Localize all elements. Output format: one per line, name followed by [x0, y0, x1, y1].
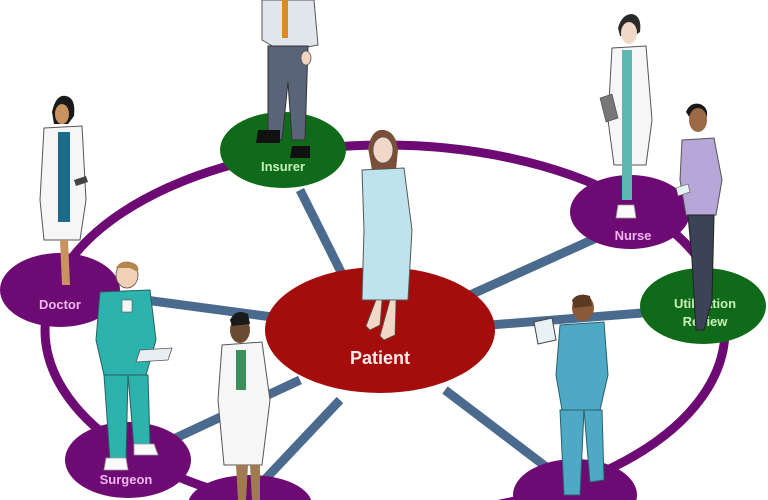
insurer-figure	[256, 0, 319, 158]
nurse-figure	[599, 14, 653, 219]
surgeon-figure	[95, 261, 173, 471]
node-bottom-center[interactable]	[188, 475, 312, 500]
patient-figure	[361, 129, 413, 341]
node-insurer[interactable]: Insurer	[220, 112, 346, 188]
clinician-tablet-figure	[533, 294, 609, 496]
reviewer-figure	[675, 103, 723, 331]
node-surgeon[interactable]: Surgeon	[65, 422, 191, 498]
node-insurer-label: Insurer	[261, 159, 305, 174]
physician-figure	[217, 312, 271, 500]
doctor-figure	[39, 95, 88, 285]
node-doctor-label: Doctor	[39, 297, 81, 312]
node-nurse-label: Nurse	[615, 228, 652, 243]
node-patient-label: Patient	[350, 348, 410, 368]
node-patient[interactable]: Patient	[265, 267, 495, 393]
node-doctor[interactable]: Doctor	[0, 253, 120, 327]
node-surgeon-label: Surgeon	[100, 472, 153, 487]
